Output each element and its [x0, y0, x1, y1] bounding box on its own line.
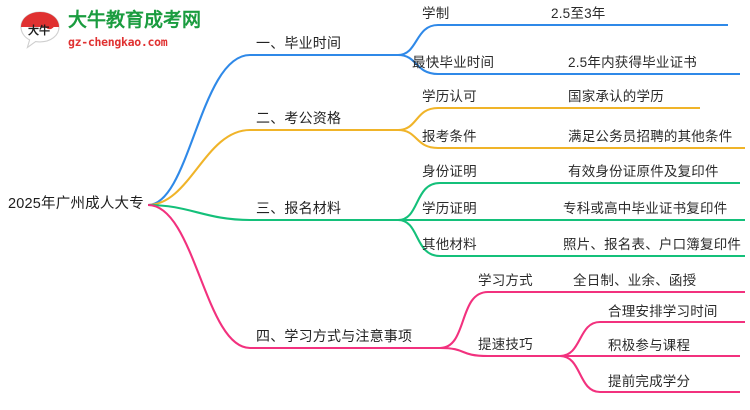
- branch-node-2[interactable]: 二、考公资格: [256, 110, 342, 126]
- connector-root-branch2: [147, 128, 251, 207]
- branch-3-child-3-leaf-1[interactable]: 照片、报名表、户口簿复印件: [563, 237, 742, 252]
- branch-3-child-3[interactable]: 其他材料: [422, 237, 477, 252]
- branch-2-child-2[interactable]: 报考条件: [422, 129, 477, 144]
- branch-1-child-2[interactable]: 最快毕业时间: [412, 55, 495, 70]
- connector-branch1-child1: [397, 23, 548, 57]
- branch-4-child-1-leaf-1[interactable]: 全日制、业余、函授: [573, 273, 697, 288]
- logo-mark-icon: 大牛: [20, 11, 60, 49]
- logo-text-block: 大牛教育成考网 gz-chengkao.com: [68, 9, 202, 49]
- branch-4-child-2-leaf-1[interactable]: 合理安排学习时间: [608, 304, 718, 319]
- connector-root-branch1: [147, 53, 251, 207]
- branch-3-child-1[interactable]: 身份证明: [422, 164, 477, 179]
- logo-mark-text: 大牛: [28, 23, 50, 37]
- logo-subtitle: gz-chengkao.com: [68, 34, 168, 49]
- logo-title: 大牛教育成考网: [68, 9, 202, 31]
- branch-1-child-2-leaf-1[interactable]: 2.5年内获得毕业证书: [568, 55, 697, 70]
- branch-2-child-1[interactable]: 学历认可: [422, 89, 477, 104]
- branch-4-child-2-leaf-3[interactable]: 提前完成学分: [608, 374, 691, 389]
- connector-root-branch3: [147, 203, 251, 222]
- connector-root-branch4: [147, 203, 251, 350]
- branch-1-child-1[interactable]: 学制: [422, 6, 450, 21]
- branch-3-child-2[interactable]: 学历证明: [422, 201, 477, 216]
- branch-node-1[interactable]: 一、毕业时间: [256, 35, 342, 51]
- branch-4-child-2[interactable]: 提速技巧: [478, 337, 533, 352]
- branch-4-child-1[interactable]: 学习方式: [478, 273, 533, 288]
- branch-3-child-2-leaf-1[interactable]: 专科或高中毕业证书复印件: [563, 201, 728, 216]
- mindmap-root-node[interactable]: 2025年广州成人大专: [8, 196, 144, 212]
- connector-branch2-child1: [397, 106, 548, 132]
- branch-4-child-2-leaf-2[interactable]: 积极参与课程: [608, 338, 691, 353]
- branch-3-child-1-leaf-1[interactable]: 有效身份证原件及复印件: [568, 164, 719, 179]
- branch-node-4[interactable]: 四、学习方式与注意事项: [256, 328, 413, 344]
- site-logo: 大牛 大牛教育成考网 gz-chengkao.com: [18, 8, 233, 56]
- branch-2-child-1-leaf-1[interactable]: 国家承认的学历: [568, 89, 664, 104]
- branch-1-child-1-leaf-1[interactable]: 2.5至3年: [551, 6, 606, 21]
- branch-node-3[interactable]: 三、报名材料: [256, 200, 342, 216]
- branch-2-child-2-leaf-1[interactable]: 满足公务员招聘的其他条件: [568, 129, 733, 144]
